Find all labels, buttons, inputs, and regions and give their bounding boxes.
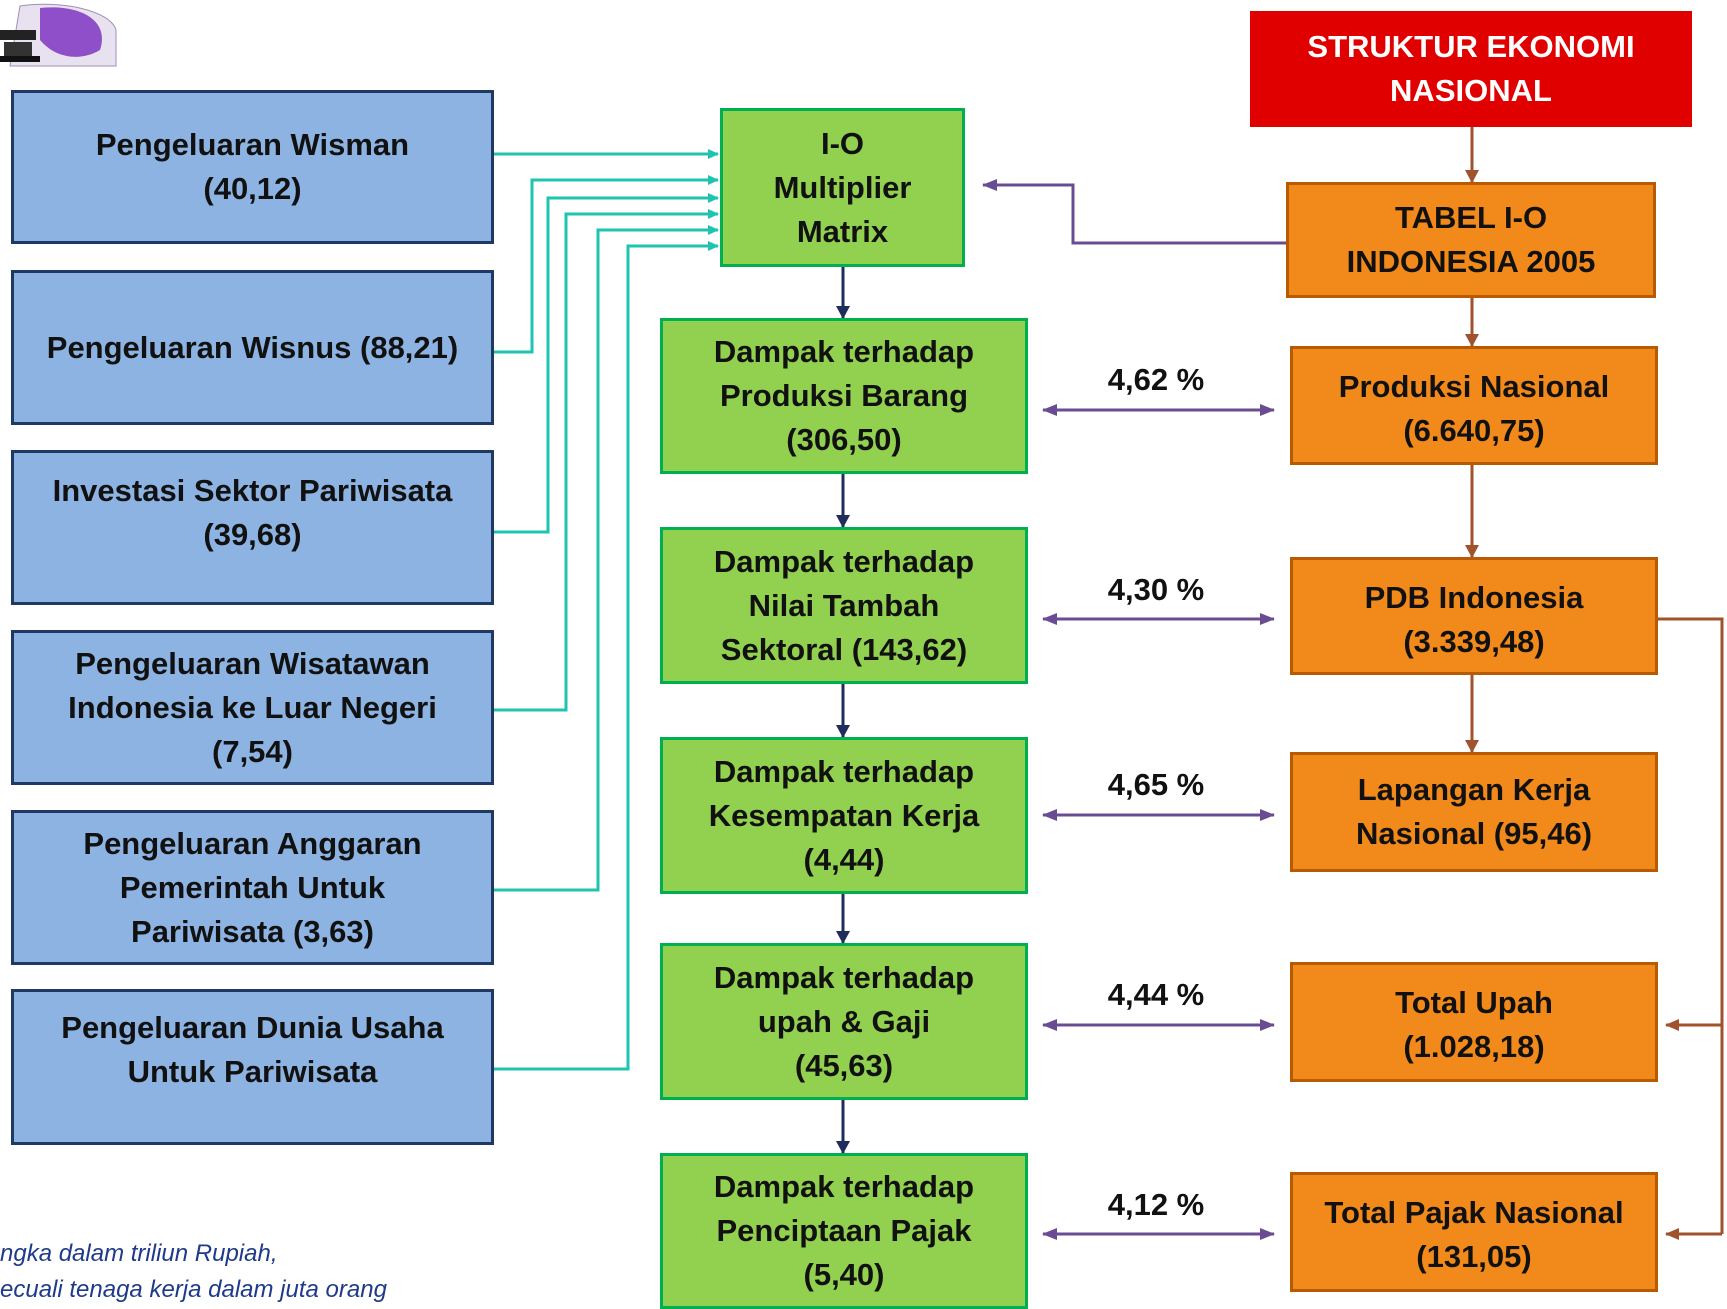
input-label: Pengeluaran Wisnus (88,21) bbox=[46, 329, 459, 365]
national-box-pdb: PDB Indonesia (3.339,48) bbox=[1290, 557, 1658, 675]
header-line-2: NASIONAL bbox=[1390, 73, 1552, 108]
input-label: Indonesia ke Luar Negeri bbox=[68, 689, 437, 725]
national-label: Total Pajak Nasional bbox=[1324, 1195, 1624, 1230]
input-box-wisnus: Pengeluaran Wisnus (88,21) bbox=[11, 270, 494, 425]
national-value: (1.028,18) bbox=[1403, 1029, 1545, 1064]
input-label: Pengeluaran Dunia Usaha bbox=[61, 1010, 444, 1045]
connector-anggaran bbox=[494, 225, 719, 892]
input-value: Pariwisata (3,63) bbox=[131, 913, 374, 949]
impact-value: (45,63) bbox=[794, 1047, 894, 1083]
national-label: Lapangan Kerja bbox=[1357, 772, 1591, 807]
tabel-io-label: TABEL I-O bbox=[1394, 200, 1548, 235]
connector-pdb-to-upah-pajak bbox=[1658, 617, 1724, 1234]
impact-box-upah-gaji: Dampak terhadap upah & Gaji (45,63) bbox=[660, 943, 1028, 1100]
impact-box-nilai-tambah: Dampak terhadap Nilai Tambah Sektoral (1… bbox=[660, 527, 1028, 684]
input-connectors bbox=[494, 149, 719, 1071]
impact-label: Dampak terhadap bbox=[713, 753, 975, 789]
impact-label: Penciptaan Pajak bbox=[716, 1213, 972, 1248]
input-label: Pengeluaran Anggaran bbox=[83, 825, 422, 861]
national-value: (3.339,48) bbox=[1403, 624, 1545, 659]
input-label: Pengeluaran Wisatawan bbox=[75, 645, 430, 681]
impact-label: Dampak terhadap bbox=[713, 334, 975, 369]
connector-wisatawan-ln bbox=[494, 209, 719, 712]
matrix-line: Matrix bbox=[796, 213, 889, 249]
input-value: (7,54) bbox=[212, 733, 293, 769]
percentage-kesempatan-kerja: 4,65 % bbox=[1107, 767, 1205, 802]
header-line-1: STRUKTUR EKONOMI bbox=[1307, 29, 1635, 64]
impact-value: (306,50) bbox=[786, 422, 902, 457]
matrix-line: Multiplier bbox=[773, 169, 912, 205]
national-value: Nasional (95,46) bbox=[1355, 816, 1593, 851]
units-note-line-1: ngka dalam triliun Rupiah, bbox=[0, 1240, 278, 1267]
matrix-line: I-O bbox=[820, 125, 865, 161]
input-value: (39,68) bbox=[203, 517, 302, 552]
impact-value: (5,40) bbox=[803, 1257, 885, 1292]
impact-value: (4,44) bbox=[803, 841, 885, 877]
input-value: (40,12) bbox=[203, 171, 302, 206]
connector-wisnus bbox=[494, 175, 719, 354]
national-value: (131,05) bbox=[1416, 1239, 1532, 1274]
input-label: Investasi Sektor Pariwisata bbox=[52, 473, 453, 508]
national-box-total-upah: Total Upah (1.028,18) bbox=[1290, 962, 1658, 1082]
input-box-wisman: Pengeluaran Wisman (40,12) bbox=[11, 90, 494, 244]
input-label: Untuk Pariwisata bbox=[127, 1054, 378, 1089]
connector-tabel-to-matrix bbox=[982, 179, 1286, 245]
impact-value: Sektoral (143,62) bbox=[720, 631, 968, 667]
impact-label: Dampak terhadap bbox=[713, 1169, 975, 1204]
impact-label: Nilai Tambah bbox=[748, 587, 940, 623]
units-note: ngka dalam triliun Rupiah, ecuali tenaga… bbox=[0, 1236, 387, 1308]
input-box-investasi: Investasi Sektor Pariwisata (39,68) bbox=[11, 450, 494, 605]
tabel-io-indonesia-2005: TABEL I-O INDONESIA 2005 bbox=[1286, 182, 1656, 298]
percentage-produksi: 4,62 % bbox=[1107, 362, 1205, 397]
national-label: Total Upah bbox=[1395, 985, 1553, 1020]
percentage-nilai-tambah: 4,30 % bbox=[1107, 572, 1205, 607]
header-struktur-ekonomi: STRUKTUR EKONOMI NASIONAL bbox=[1250, 11, 1692, 127]
tabel-io-label: INDONESIA 2005 bbox=[1346, 244, 1596, 279]
impact-box-kesempatan-kerja: Dampak terhadap Kesempatan Kerja (4,44) bbox=[660, 737, 1028, 894]
national-box-total-pajak: Total Pajak Nasional (131,05) bbox=[1290, 1172, 1658, 1292]
connector-investasi bbox=[494, 193, 719, 534]
national-box-lapangan-kerja: Lapangan Kerja Nasional (95,46) bbox=[1290, 752, 1658, 872]
impact-label: Kesempatan Kerja bbox=[708, 797, 980, 833]
io-multiplier-matrix: I-O Multiplier Matrix bbox=[720, 108, 965, 267]
connector-dunia-usaha bbox=[494, 241, 719, 1071]
percentage-pajak: 4,12 % bbox=[1107, 1187, 1205, 1222]
input-box-wisatawan-luar-negeri: Pengeluaran Wisatawan Indonesia ke Luar … bbox=[11, 630, 494, 785]
national-label: PDB Indonesia bbox=[1364, 580, 1584, 615]
impact-label: Dampak terhadap bbox=[713, 959, 975, 995]
units-note-line-2: ecuali tenaga kerja dalam juta orang bbox=[0, 1276, 387, 1303]
national-flow-arrows bbox=[1465, 127, 1724, 1240]
impact-box-produksi: Dampak terhadap Produksi Barang (306,50) bbox=[660, 318, 1028, 474]
logo-icon bbox=[0, 0, 120, 70]
input-box-dunia-usaha: Pengeluaran Dunia Usaha Untuk Pariwisata bbox=[11, 989, 494, 1145]
input-label: Pengeluaran Wisman bbox=[95, 127, 410, 162]
input-box-anggaran-pemerintah: Pengeluaran Anggaran Pemerintah Untuk Pa… bbox=[11, 810, 494, 965]
percentage-upah-gaji: 4,44 % bbox=[1107, 977, 1205, 1012]
impact-label: Dampak terhadap bbox=[713, 543, 975, 579]
national-box-produksi: Produksi Nasional (6.640,75) bbox=[1290, 346, 1658, 465]
national-label: Produksi Nasional bbox=[1338, 369, 1610, 404]
national-value: (6.640,75) bbox=[1403, 413, 1545, 448]
impact-label: upah & Gaji bbox=[757, 1003, 931, 1039]
comparison-arrows bbox=[1042, 404, 1275, 1240]
input-label: Pemerintah Untuk bbox=[119, 869, 386, 905]
impact-box-pajak: Dampak terhadap Penciptaan Pajak (5,40) bbox=[660, 1153, 1028, 1309]
impact-label: Produksi Barang bbox=[719, 378, 969, 413]
